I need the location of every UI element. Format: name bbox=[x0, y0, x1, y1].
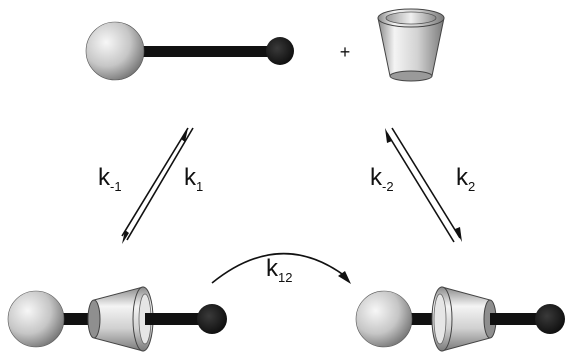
rotaxane-complex-icon bbox=[7, 286, 227, 352]
equilibrium-arrow-icon bbox=[121, 127, 194, 244]
rate-constant-k2: k2 bbox=[456, 164, 475, 194]
curved-arrow-icon bbox=[211, 252, 351, 284]
svg-text:k-1: k-1 bbox=[98, 164, 122, 194]
svg-text:k-2: k-2 bbox=[370, 164, 394, 194]
svg-text:k2: k2 bbox=[456, 164, 475, 194]
rate-constant-k12: k12 bbox=[266, 255, 292, 285]
rate-constant-k-2: k-2 bbox=[370, 164, 394, 194]
rate-constant-k1: k1 bbox=[184, 164, 203, 194]
dumbbell-guest-icon bbox=[85, 21, 294, 81]
rotaxane-complex-icon bbox=[355, 286, 565, 352]
rate-constant-k-1: k-1 bbox=[98, 164, 122, 194]
cyclodextrin-ring-icon bbox=[377, 8, 445, 82]
equilibrium-arrow-icon bbox=[385, 127, 462, 243]
plus-sign: + bbox=[340, 42, 351, 62]
svg-text:k1: k1 bbox=[184, 164, 203, 194]
svg-text:k12: k12 bbox=[266, 255, 292, 285]
